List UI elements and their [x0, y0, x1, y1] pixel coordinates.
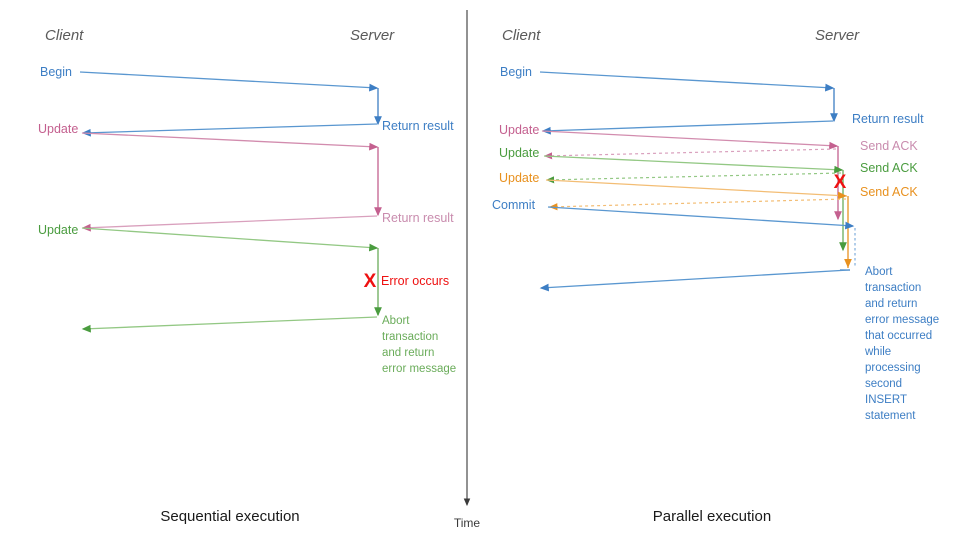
right-error-x-icon: X: [834, 172, 847, 193]
right-return-result-label: Return result: [852, 112, 924, 126]
left-panel: Client Server Begin Return result Update: [38, 27, 456, 525]
right-abort-note-line-3: and return: [865, 298, 917, 310]
left-return-result-1-arrow: [81, 123, 378, 137]
left-return-result-2-label: Return result: [382, 211, 454, 225]
left-update-1-label: Update: [38, 122, 78, 136]
right-commit-label: Commit: [492, 198, 536, 212]
right-abort-note-line-10: statement: [865, 410, 916, 422]
right-commit-arrow: [547, 206, 855, 230]
left-return-result-1-label: Return result: [382, 119, 454, 133]
right-message-commit: Commit: [492, 198, 855, 230]
right-abort-note-line-7: processing: [865, 362, 921, 374]
left-error-x-icon: X: [364, 271, 377, 292]
right-message-update-1: Update: [499, 123, 839, 150]
right-send-ack-1-arrow: [543, 148, 837, 160]
right-message-send-ack-2: Send ACK: [545, 161, 918, 184]
right-send-ack-3-label: Send ACK: [860, 185, 918, 199]
right-update-2-label: Update: [499, 146, 539, 160]
right-abort-note-line-5: that occurred: [865, 330, 932, 342]
left-begin-arrow: [79, 71, 379, 92]
left-message-return-result-1: Return result: [81, 119, 454, 137]
right-send-ack-2-label: Send ACK: [860, 161, 918, 175]
right-abort-note-line-2: transaction: [865, 282, 921, 294]
left-client-actor-label: Client: [45, 27, 84, 44]
right-send-ack-3-arrow: [548, 198, 847, 211]
left-message-update-1: Update: [38, 122, 379, 151]
left-update-1-arrow: [81, 132, 379, 151]
left-message-begin: Begin: [40, 65, 379, 92]
right-return-result-arrow: [541, 120, 834, 135]
right-error-marker: X: [834, 172, 847, 193]
left-error-marker: X Error occurs: [364, 271, 449, 292]
right-message-return-result: Return result: [541, 112, 924, 135]
left-abort-arrow: [81, 316, 378, 333]
left-abort-note-line-3: and return: [382, 347, 434, 359]
right-begin-arrow: [539, 71, 835, 92]
right-abort-note-line-1: Abort: [865, 266, 893, 278]
right-update-3-label: Update: [499, 171, 539, 185]
left-abort-note-line-1: Abort: [382, 315, 410, 327]
left-abort-note-line-4: error message: [382, 363, 456, 375]
left-message-abort: Abort transaction and return error messa…: [81, 315, 456, 375]
right-send-ack-1-label: Send ACK: [860, 139, 918, 153]
right-update-1-label: Update: [499, 123, 539, 137]
left-panel-caption: Sequential execution: [160, 508, 299, 525]
right-message-begin: Begin: [500, 65, 835, 92]
right-message-send-ack-1: Send ACK: [543, 139, 918, 160]
right-panel: Client Server Begin Return result Update: [492, 27, 939, 525]
right-abort-note-line-8: second: [865, 378, 902, 390]
right-abort-arrow: [539, 269, 850, 292]
right-abort-note-line-4: error message: [865, 314, 939, 326]
left-update-2-label: Update: [38, 223, 78, 237]
right-panel-caption: Parallel execution: [653, 508, 771, 525]
left-update-2-arrow: [81, 227, 379, 252]
right-abort-note-line-6: while: [864, 346, 891, 358]
left-message-return-result-2: Return result: [81, 211, 454, 232]
left-error-text: Error occurs: [381, 274, 449, 288]
right-message-update-3: Update: [499, 171, 848, 200]
right-update-1-arrow: [541, 130, 839, 150]
time-axis: Time: [454, 10, 481, 530]
right-client-actor-label: Client: [502, 27, 541, 44]
left-return-result-2-arrow: [81, 215, 378, 232]
right-abort-note-line-9: INSERT: [865, 394, 907, 406]
time-axis-label: Time: [454, 516, 481, 530]
right-message-abort: Abort transaction and return error messa…: [539, 266, 939, 422]
right-update-2-arrow: [543, 155, 844, 174]
right-send-ack-2-arrow: [545, 172, 842, 184]
left-begin-label: Begin: [40, 65, 72, 79]
right-server-actor-label: Server: [815, 27, 860, 44]
left-message-update-2: Update: [38, 223, 379, 252]
right-update-3-arrow: [545, 179, 848, 200]
left-abort-note-line-2: transaction: [382, 331, 438, 343]
right-message-send-ack-3: Send ACK: [548, 185, 918, 211]
left-server-actor-label: Server: [350, 27, 395, 44]
right-message-update-2: Update: [499, 146, 844, 174]
right-begin-label: Begin: [500, 65, 532, 79]
